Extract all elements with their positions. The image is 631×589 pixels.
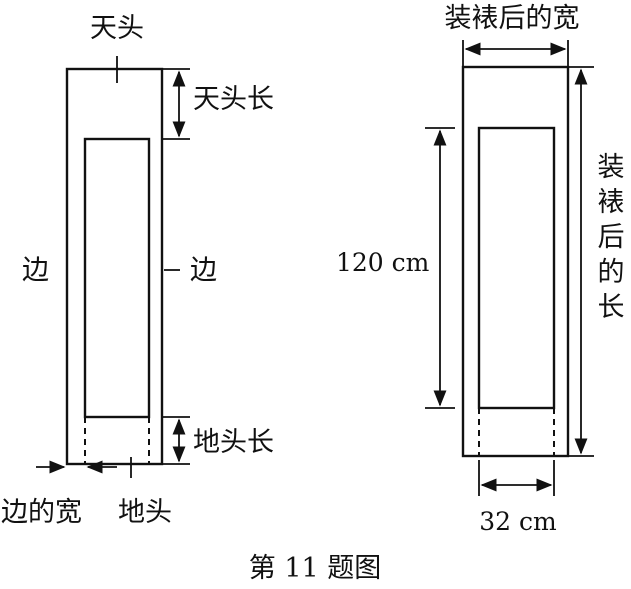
side-left-label: 边 [22, 255, 49, 286]
mounted-width-label: 装裱后的宽 [445, 3, 580, 34]
side-width-label: 边的宽 [1, 497, 82, 528]
right-inner-painting [477, 126, 556, 410]
left-inner-painting [83, 137, 151, 419]
width-label: 32 cm [479, 507, 557, 536]
mounted-length-char-4: 的 [598, 257, 625, 288]
mounted-length-char-3: 后 [598, 222, 625, 253]
mounted-length-char-1: 装 [598, 152, 625, 183]
left-diagram: 天头 天头长 边 边 地头长 边的宽 地头 [1, 13, 274, 528]
right-diagram: 装裱后的宽 装 裱 后 的 长 120 cm 32 cm [336, 3, 625, 536]
ditou-length-label: 地头长 [193, 427, 274, 458]
tiantou-label: 天头 [90, 13, 144, 44]
tiantou-length-label: 天头长 [193, 84, 274, 115]
right-outer-frame [461, 65, 570, 458]
mounted-length-char-2: 裱 [598, 187, 625, 218]
mounted-length-char-5: 长 [598, 292, 625, 323]
height-label: 120 cm [336, 248, 430, 277]
side-right-label: 边 [190, 255, 217, 286]
ditou-label: 地头 [118, 497, 172, 528]
figure-caption: 第 11 题图 [249, 553, 382, 584]
left-outer-frame [65, 67, 164, 466]
